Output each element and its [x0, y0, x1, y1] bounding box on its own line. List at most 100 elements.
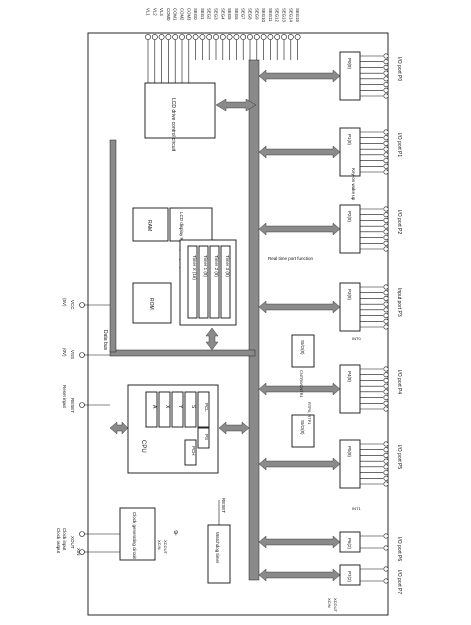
top-pin-label: VL2 — [152, 8, 157, 16]
top-pin-label: COM0 — [166, 8, 171, 21]
top-pin-seg14: SEG14 — [287, 8, 294, 60]
reg-ps — [197, 427, 210, 449]
top-pin-com3: COM3 — [185, 8, 192, 83]
top-pin-com2: COM2 — [179, 8, 185, 83]
ram-label: RAM — [146, 220, 152, 231]
port-3: P3(8)Input port P3 — [339, 282, 402, 332]
top-pin-marker — [260, 34, 267, 40]
cpu-block: CPU A X Y S PCL PS PCH — [127, 384, 219, 474]
real-time-port-label: Real time port function — [268, 256, 314, 261]
port-pin — [383, 324, 389, 330]
clock-in-signal: Clock input XIN — [62, 528, 120, 556]
top-pin-seg12: SEG12 — [274, 8, 281, 60]
sio2-block: SI/O(8) — [291, 414, 315, 448]
port-pin — [383, 366, 389, 372]
vss-signal: (0V) VSS — [62, 348, 110, 359]
timer-1-label: Timer 1 (8) — [203, 255, 208, 277]
top-pin-marker — [226, 34, 233, 40]
port-pin — [383, 372, 389, 378]
reset-pin — [79, 402, 85, 408]
port-label: I/O port P0 — [396, 57, 402, 81]
top-pin-label: COM1 — [173, 8, 178, 21]
port-pin — [383, 481, 389, 487]
port-6: P6(2) I/O port P6 — [339, 531, 402, 561]
top-pin-label: COM2 — [180, 8, 185, 21]
wdt-reset-label: RESET — [221, 498, 226, 513]
port-label: I/O port P2 — [396, 210, 402, 234]
port-pin — [383, 53, 389, 59]
port-register-label: P7(2) — [347, 571, 352, 583]
port-pin — [383, 206, 389, 212]
port-pin — [383, 452, 389, 458]
bus-arrow-group — [258, 69, 341, 582]
port-pin — [383, 135, 389, 141]
port-label: I/O port P7 — [396, 570, 402, 594]
top-pin-label: SEG10 — [261, 8, 266, 22]
rom-block: ROM — [132, 282, 172, 324]
top-pin-marker — [240, 34, 247, 40]
port-pin — [383, 163, 389, 169]
port-pin — [383, 158, 389, 164]
reg-s-label: S — [190, 405, 196, 409]
top-pin-seg7: SEG7 — [240, 8, 247, 60]
top-pin-seg13: SEG13 — [281, 8, 287, 60]
cntr-label: CNTR0/CNTR1 — [299, 370, 304, 399]
port-bus-arrow — [258, 382, 341, 396]
top-pin-label: SEG1 — [200, 8, 205, 20]
port-pin — [383, 475, 389, 481]
xcout-label: XCOUT — [163, 540, 168, 555]
port-pin — [383, 229, 389, 235]
port-pin — [383, 246, 389, 252]
top-pin-label: SEG12 — [275, 8, 280, 22]
top-pin-marker — [247, 34, 253, 40]
timer-1 — [198, 245, 209, 319]
timer-x — [187, 245, 198, 319]
top-pin-marker — [233, 34, 240, 40]
cpu-label: CPU — [140, 440, 146, 453]
port-label: I/O port P6 — [396, 537, 402, 561]
top-pin-marker — [294, 34, 301, 40]
port-label: I/O port P4 — [396, 370, 402, 394]
top-pin-seg9: SEG9 — [253, 8, 260, 60]
port-register-label: P6(2) — [347, 538, 352, 550]
sub-clock-in-label: XCIN — [327, 598, 332, 608]
port-pin — [383, 307, 389, 313]
top-pin-marker — [219, 34, 226, 40]
top-pin-marker — [287, 34, 294, 40]
top-pin-label: SEG3 — [214, 8, 219, 20]
reg-pcl — [197, 391, 210, 428]
top-pin-marker — [192, 34, 199, 40]
port-pin — [383, 76, 389, 82]
top-pin-label: SEG5 — [227, 8, 232, 20]
reg-pch — [184, 439, 197, 466]
top-pin-seg0: SEG0 — [192, 8, 199, 60]
watchdog-label: Watchdog timer — [215, 532, 220, 564]
xcin-label: XCIN — [157, 540, 162, 550]
port-pin — [383, 295, 389, 301]
reg-ps-label: PS — [204, 434, 209, 440]
reg-y-label: Y — [177, 405, 183, 409]
vcc-pin — [79, 302, 85, 308]
xout-pin — [79, 531, 85, 537]
sio2-label: SI/O(8) — [300, 420, 305, 435]
top-pin-marker — [281, 34, 287, 40]
timer-x-label: Timer X (16) — [192, 255, 197, 280]
reg-x-label: X — [164, 405, 170, 409]
internal-bus — [109, 349, 256, 357]
main-data-bus — [248, 59, 260, 581]
vss-label: VSS — [70, 350, 75, 359]
timer-block: Timer X (16) Timer 1 (8) Timer 2 (8) Tim… — [179, 239, 237, 326]
clock-gen-label: Clock generating circuit — [132, 512, 137, 560]
clock-out-label: Clock output — [56, 528, 61, 554]
port-register-label: P3(8) — [347, 289, 352, 301]
top-pin-label: SEG0 — [193, 8, 198, 20]
sub-clock-out-label: XCOUT — [333, 598, 338, 613]
top-pin-marker — [158, 34, 165, 40]
port-pin — [383, 533, 389, 539]
timer-2 — [209, 245, 220, 319]
top-pin-label: VL1 — [146, 8, 151, 16]
top-pin-label: SEG15 — [295, 8, 300, 22]
port-bus-arrow — [258, 535, 341, 549]
